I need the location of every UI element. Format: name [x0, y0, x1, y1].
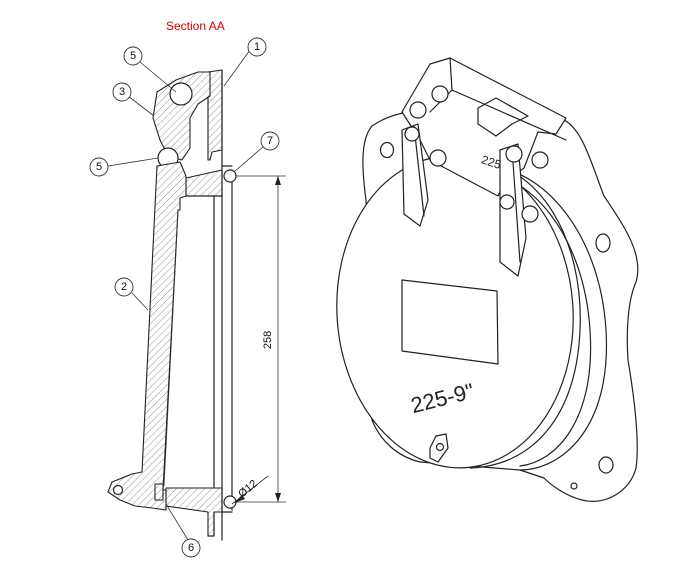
lid-inner-edge [163, 211, 179, 487]
part-hinge-arm [152, 71, 211, 161]
part-lid [107, 161, 187, 511]
body-ring [469, 164, 608, 471]
hinge-knuckle-8 [499, 194, 515, 210]
lid-lug [429, 433, 449, 463]
flange-hole-2 [595, 233, 611, 253]
part-seal-6 [154, 483, 164, 501]
dimension-diameter-label: Ø12 [236, 478, 260, 501]
hinge-knuckle-5 [505, 145, 523, 163]
hinge-pin-upper [169, 82, 193, 106]
flange-hole-4 [570, 482, 578, 490]
flange-hole-3 [598, 456, 614, 474]
flange-outline [362, 109, 639, 502]
balloon-3-label: 3 [119, 86, 125, 98]
hinge-knuckle-7 [521, 205, 539, 223]
balloon-2-label: 2 [121, 281, 127, 293]
label-plate [401, 279, 499, 365]
isometric-view: 225-9" 225 [336, 57, 639, 502]
balloon-1 [247, 37, 267, 57]
seal-outline [185, 165, 233, 513]
dimension-height-label: 258 [262, 331, 274, 349]
part-body-flange [185, 169, 223, 197]
hinge-knuckle-3 [429, 149, 447, 167]
balloon-3 [112, 82, 132, 102]
balloon-5-upper [123, 46, 143, 66]
hinge-strap-left-2 [413, 125, 425, 217]
body-face-lines [213, 69, 233, 541]
hinge-strap-right-2 [511, 147, 521, 263]
balloon-2 [114, 277, 134, 297]
balloon-group: 1 2 3 5 5 6 7 [89, 37, 280, 558]
balloon-6-label: 6 [188, 542, 194, 554]
lid-lug-hole [112, 484, 124, 496]
flange-hole-1 [379, 141, 395, 159]
balloon-7 [260, 131, 280, 151]
dimension-height: 258 [236, 175, 286, 503]
hinge-knuckle-1 [409, 101, 427, 119]
hinge-knuckle-6 [531, 151, 549, 169]
balloon-5-upper-label: 5 [130, 50, 136, 62]
bracket-marking: 225 [480, 152, 504, 172]
lid-rim [469, 159, 581, 469]
section-view [107, 69, 237, 541]
balloon-5-lower-label: 5 [96, 161, 102, 173]
hinge-knuckle-2 [431, 85, 449, 103]
balloon-1-label: 1 [254, 41, 260, 53]
hinge-knuckle-4 [404, 126, 420, 142]
dimension-diameter: Ø12 [231, 475, 269, 505]
balloon-6 [181, 538, 201, 558]
hinge-bracket-slot [477, 97, 529, 137]
hinge-strap-right [499, 143, 527, 277]
lid-lug-hole-iso [435, 442, 445, 452]
balloon-7-label: 7 [267, 135, 273, 147]
body-bottom-foot [207, 511, 215, 537]
balloon-5-lower [89, 157, 109, 177]
section-title: Section AA [166, 19, 225, 33]
